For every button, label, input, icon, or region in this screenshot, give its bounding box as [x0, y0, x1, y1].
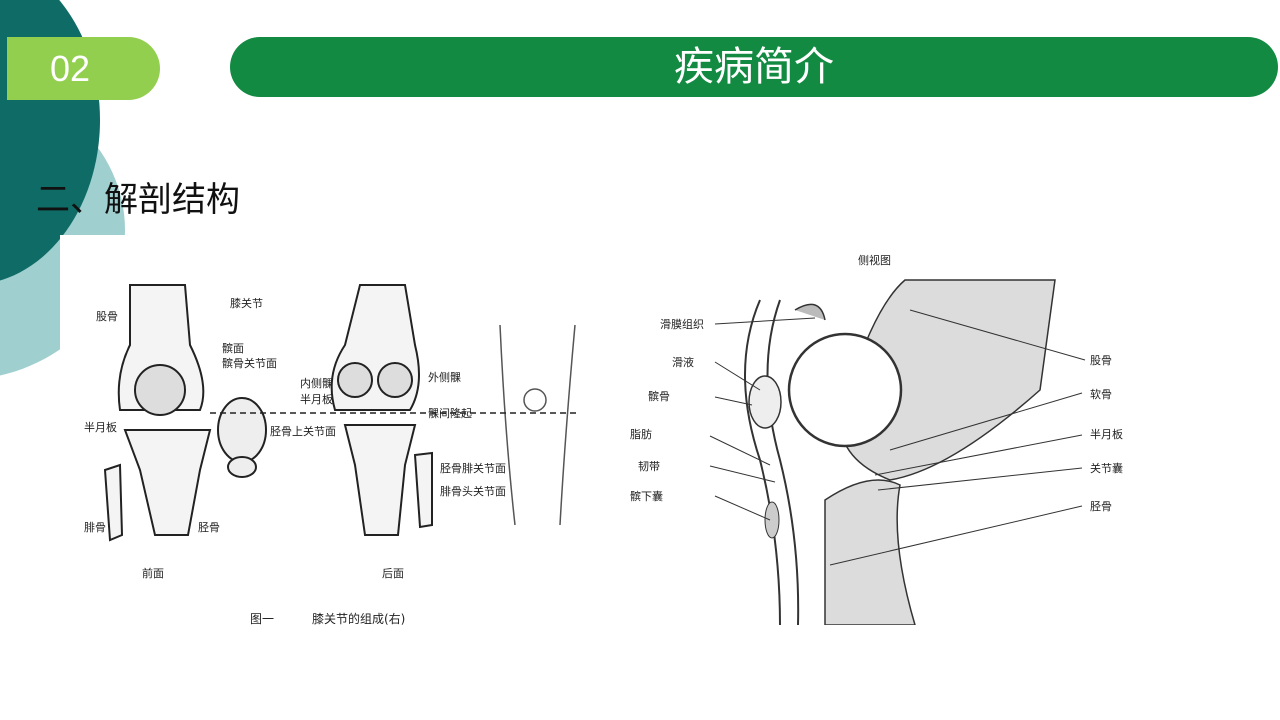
section-subtitle: 二、解剖结构	[36, 180, 240, 220]
caption-back-view: 后面	[382, 567, 404, 580]
label-medial-condyle: 内侧髁	[300, 376, 333, 390]
front-view-drawing	[103, 284, 212, 542]
label-tibial-superior-surface: 胫骨上关节面	[270, 424, 336, 438]
knee-composition-figure: 股骨 髌面 髌骨关节面 半月板 腓骨 胫骨 膝关节 内侧髁 半月板 胫骨上关节面…	[60, 235, 590, 660]
label-cartilage: 软骨	[1090, 387, 1112, 401]
label-fat: 脂肪	[630, 427, 652, 441]
label-patellar-surface: 髌面	[222, 341, 244, 355]
figure-number: 图一	[250, 612, 274, 626]
label-tibia-lateral: 胫骨	[1090, 500, 1112, 513]
label-meniscus-lateral: 半月板	[1090, 427, 1123, 441]
label-ligament: 韧带	[638, 460, 660, 473]
patella-drawing	[217, 397, 267, 478]
label-joint-capsule: 关节囊	[1090, 461, 1123, 475]
knee-lateral-view-figure: 侧视图 滑膜组织 滑液 髌骨 脂肪 韧带 髌下囊 股骨 软骨 半月板 关节囊 胫…	[620, 240, 1160, 625]
label-tibial-fibular-surface: 胫骨腓关节面	[440, 461, 506, 475]
label-fibular-head-surface: 腓骨头关节面	[440, 484, 506, 498]
label-femur: 股骨	[96, 310, 118, 323]
label-patella: 髌骨	[648, 389, 670, 403]
back-view-drawing	[330, 284, 433, 536]
label-infrapatellar-bursa: 髌下囊	[630, 489, 663, 503]
section-number-badge: 02	[7, 37, 160, 100]
lateral-view-title: 侧视图	[858, 253, 891, 267]
lateral-view-drawing	[744, 279, 1056, 625]
label-lateral-condyle: 外侧髁	[428, 371, 461, 384]
page-title: 疾病简介	[230, 37, 1278, 97]
caption-front-view: 前面	[142, 566, 164, 580]
label-fibula: 腓骨	[84, 521, 106, 534]
label-synovial-tissue: 滑膜组织	[660, 317, 704, 331]
label-meniscus-center: 半月板	[300, 392, 333, 406]
label-synovial-fluid: 滑液	[672, 355, 694, 369]
figure-caption: 膝关节的组成(右)	[312, 611, 405, 626]
label-meniscus-front: 半月板	[84, 420, 117, 434]
label-knee-joint: 膝关节	[230, 296, 263, 310]
leader-lines	[709, 309, 1086, 566]
label-femur-lateral: 股骨	[1090, 354, 1112, 367]
label-patellar-articular-surface: 髌骨关节面	[222, 356, 277, 370]
label-intercondylar-eminence: 髁间隆起	[428, 406, 472, 420]
label-tibia: 胫骨	[198, 521, 220, 534]
leg-outline-drawing	[499, 324, 576, 526]
